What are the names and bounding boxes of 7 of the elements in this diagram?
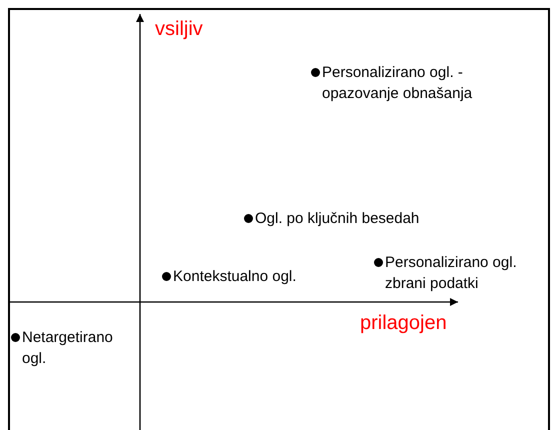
axis-label: prilagojen: [360, 311, 447, 335]
point-label: Personalizirano ogl. zbrani podatki: [385, 253, 518, 294]
point-label: Kontekstualno ogl.: [173, 267, 298, 287]
point-label: Personalizirano ogl. - opazovanje obnašanja: [322, 63, 474, 104]
axis-label: vsiljiv: [155, 17, 203, 41]
point-label: Netargetirano ogl.: [22, 328, 114, 369]
point-label: Ogl. po ključnih besedah: [255, 209, 420, 229]
